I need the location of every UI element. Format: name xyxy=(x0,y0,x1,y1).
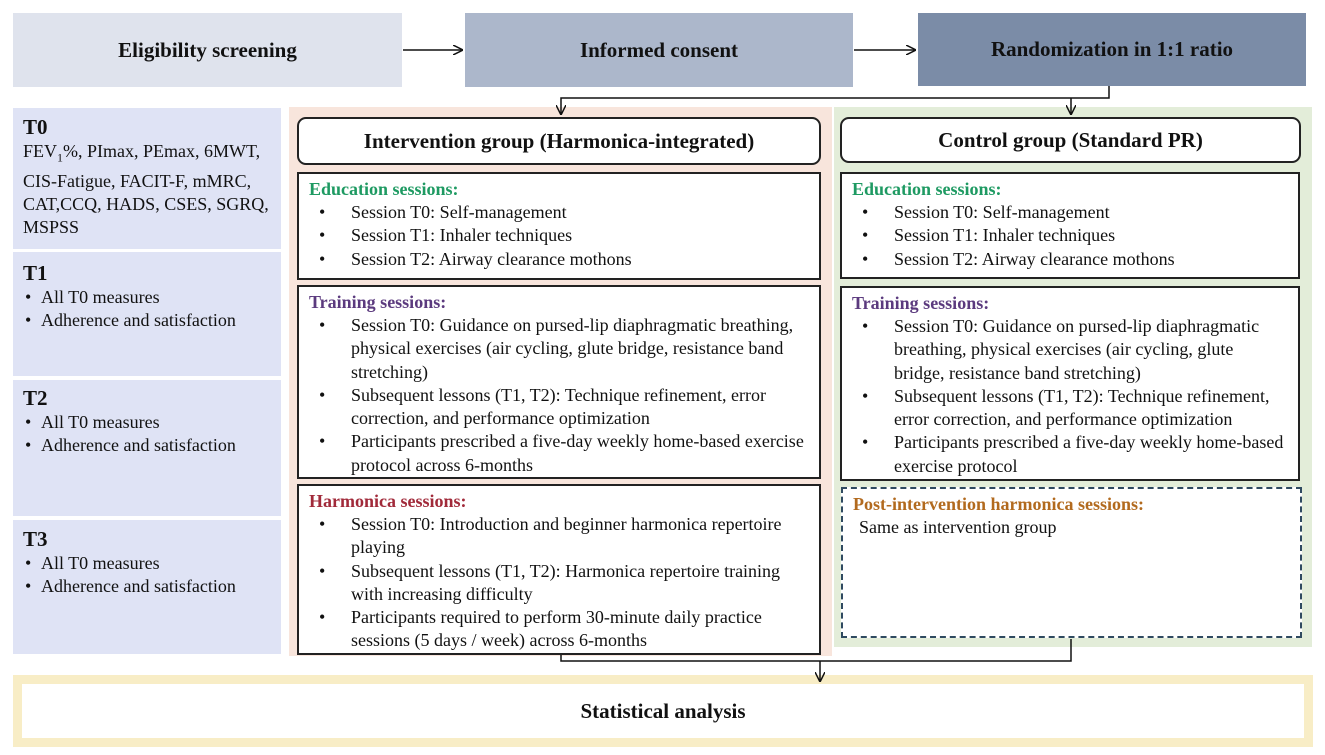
timepoint-t1-label: T1 xyxy=(23,261,48,285)
randomization-label: Randomization in 1:1 ratio xyxy=(990,37,1234,61)
timepoint-t0-label: T0 xyxy=(23,115,48,139)
intervention-training-box: Training sessions: Session T0: Guidance … xyxy=(297,285,821,479)
intervention-harmonica-item: Subsequent lessons (T1, T2): Harmonica r… xyxy=(309,560,809,607)
intervention-education-item: Session T0: Self-management xyxy=(309,201,809,225)
intervention-education-title: Education sessions: xyxy=(309,179,459,199)
control-post-harmonica-box: Post-intervention harmonica sessions: Sa… xyxy=(841,487,1302,638)
intervention-harmonica-item: Participants required to perform 30-minu… xyxy=(309,606,809,653)
intervention-training-title: Training sessions: xyxy=(309,292,447,312)
informed-consent-box: Informed consent xyxy=(465,13,853,87)
control-education-title: Education sessions: xyxy=(852,179,1002,199)
timepoint-t2-item: All T0 measures xyxy=(23,411,271,434)
control-post-harmonica-text: Same as intervention group xyxy=(859,517,1057,537)
control-education-box: Education sessions: Session T0: Self-man… xyxy=(840,172,1300,279)
timepoint-t2-box: T2 All T0 measures Adherence and satisfa… xyxy=(13,380,281,516)
control-education-item: Session T2: Airway clearance mothons xyxy=(852,248,1288,272)
timepoint-t0-measures: FEV1%, PImax, PEmax, 6MWT, CIS-Fatigue, … xyxy=(23,141,269,237)
control-education-item: Session T0: Self-management xyxy=(852,201,1288,225)
control-education-item: Session T1: Inhaler techniques xyxy=(852,224,1288,248)
control-post-harmonica-title: Post-intervention harmonica sessions: xyxy=(853,494,1144,514)
intervention-training-item: Subsequent lessons (T1, T2): Technique r… xyxy=(309,384,809,431)
control-training-title: Training sessions: xyxy=(852,293,990,313)
timepoint-t2-label: T2 xyxy=(23,386,48,410)
statistical-analysis-label: Statistical analysis xyxy=(580,698,746,723)
randomization-box: Randomization in 1:1 ratio xyxy=(918,13,1306,86)
timepoint-t3-label: T3 xyxy=(23,527,48,551)
intervention-education-item: Session T2: Airway clearance mothons xyxy=(309,248,809,272)
timepoint-t1-box: T1 All T0 measures Adherence and satisfa… xyxy=(13,252,281,376)
statistical-analysis-box: Statistical analysis xyxy=(13,675,1313,747)
timepoint-t3-item: Adherence and satisfaction xyxy=(23,575,271,598)
intervention-harmonica-title: Harmonica sessions: xyxy=(309,491,467,511)
control-training-item: Participants prescribed a five-day weekl… xyxy=(852,431,1288,478)
control-group-header: Control group (Standard PR) xyxy=(840,117,1301,163)
timepoint-t3-item: All T0 measures xyxy=(23,552,271,575)
eligibility-screening-box: Eligibility screening xyxy=(13,13,402,87)
intervention-training-item: Participants prescribed a five-day weekl… xyxy=(309,430,809,477)
informed-consent-label: Informed consent xyxy=(579,37,739,62)
intervention-harmonica-box: Harmonica sessions: Session T0: Introduc… xyxy=(297,484,821,655)
timepoint-t1-item: All T0 measures xyxy=(23,286,271,309)
control-training-item: Session T0: Guidance on pursed-lip diaph… xyxy=(852,315,1288,385)
eligibility-screening-label: Eligibility screening xyxy=(118,37,297,62)
timepoint-t2-item: Adherence and satisfaction xyxy=(23,434,271,457)
intervention-education-box: Education sessions: Session T0: Self-man… xyxy=(297,172,821,280)
intervention-group-header: Intervention group (Harmonica-integrated… xyxy=(297,117,821,165)
intervention-training-item: Session T0: Guidance on pursed-lip diaph… xyxy=(309,314,809,384)
intervention-education-item: Session T1: Inhaler techniques xyxy=(309,224,809,248)
timepoint-t0-box: T0 FEV1%, PImax, PEmax, 6MWT, CIS-Fatigu… xyxy=(13,108,281,249)
control-training-item: Subsequent lessons (T1, T2): Technique r… xyxy=(852,385,1288,432)
timepoint-t1-item: Adherence and satisfaction xyxy=(23,309,271,332)
timepoint-t3-box: T3 All T0 measures Adherence and satisfa… xyxy=(13,520,281,654)
intervention-harmonica-item: Session T0: Introduction and beginner ha… xyxy=(309,513,809,560)
control-training-box: Training sessions: Session T0: Guidance … xyxy=(840,286,1300,481)
